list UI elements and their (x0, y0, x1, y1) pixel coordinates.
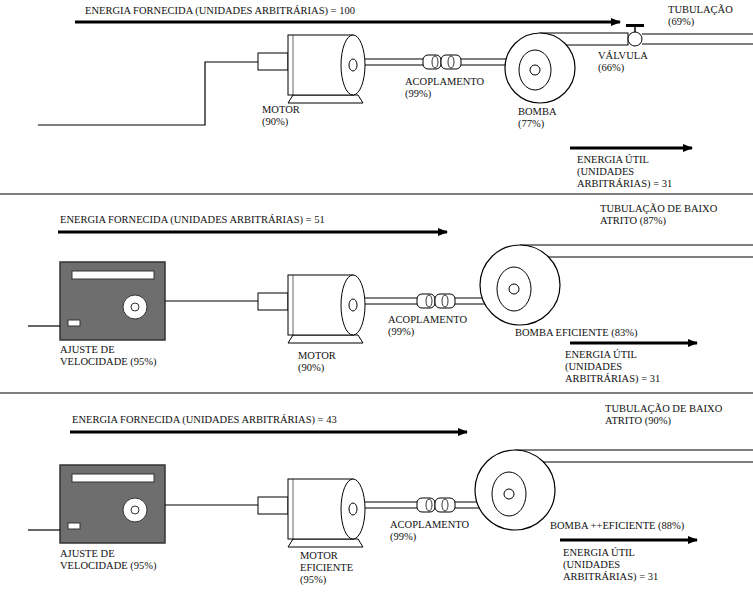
component-label: ACOPLAMENTO (99%) (388, 314, 480, 338)
component-label: AJUSTE DE VELOCIDADE (95%) (60, 548, 160, 572)
component-label: AJUSTE DE VELOCIDADE (95%) (60, 344, 160, 368)
energy-label: ENERGIA ÚTIL (UNIDADES ARBITRÁRIAS) = 31 (577, 154, 702, 190)
component-label: ACOPLAMENTO (99%) (390, 519, 482, 543)
component-label: VÁLVULA (66%) (598, 50, 658, 74)
energy-label: ENERGIA FORNECIDA (UNIDADES ARBITRÁRIAS)… (85, 5, 355, 17)
energy-label: ENERGIA ÚTIL (UNIDADES ARBITRÁRIAS) = 31 (565, 349, 690, 385)
energy-label: ENERGIA FORNECIDA (UNIDADES ARBITRÁRIAS)… (72, 414, 337, 426)
component-label: BOMBA ++EFICIENTE (88%) (550, 520, 684, 532)
component-label: ACOPLAMENTO (99%) (405, 76, 497, 100)
component-label: BOMBA (77%) (518, 106, 566, 130)
component-label: BOMBA EFICIENTE (83%) (515, 327, 638, 339)
component-label: TUBULAÇÃO (69%) (668, 4, 746, 28)
energy-label: ENERGIA FORNECIDA (UNIDADES ARBITRÁRIAS)… (60, 214, 325, 226)
component-label: MOTOR EFICIENTE (95%) (300, 550, 375, 586)
energy-label: ENERGIA ÚTIL (UNIDADES ARBITRÁRIAS) = 31 (563, 547, 688, 583)
component-label: MOTOR (90%) (262, 104, 310, 128)
component-label: TUBULAÇÃO DE BAIXO ATRITO (87%) (600, 203, 732, 227)
component-label: MOTOR (90%) (298, 350, 346, 374)
component-label: TUBULAÇÃO DE BAIXO ATRITO (90%) (605, 403, 737, 427)
